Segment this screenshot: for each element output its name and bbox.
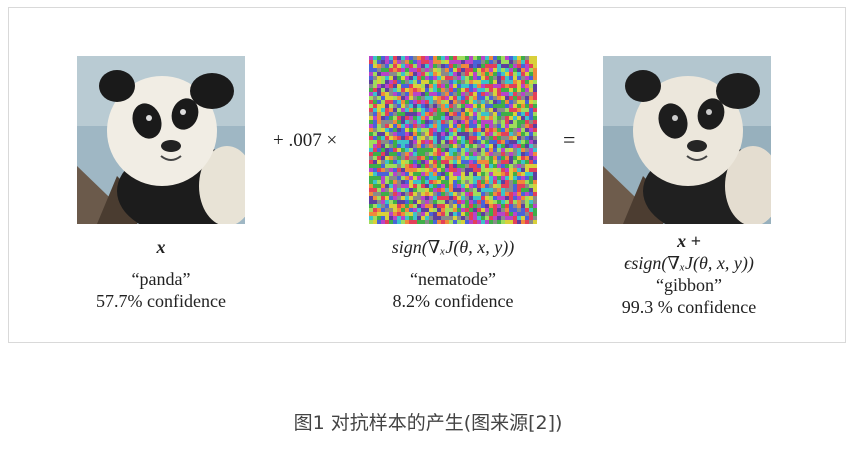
- nematode-confidence: 8.2% confidence: [392, 291, 514, 311]
- input-variable-label: x: [156, 237, 166, 257]
- noise-pattern: [369, 56, 537, 224]
- panda-caption: x “panda” 57.7% confidence: [31, 230, 291, 312]
- gradient-sign-formula: sign(∇ₓJ(θ, x, y)): [391, 237, 515, 257]
- perturbation-noise-image: [369, 56, 537, 224]
- adversarial-panda-image: [603, 56, 771, 224]
- figure-panel: + .007 × = x “panda” 57.7% confidence: [8, 7, 846, 343]
- adversarial-panda-illustration: [603, 56, 771, 224]
- panda-confidence: 57.7% confidence: [96, 291, 226, 311]
- gibbon-class-label: “gibbon”: [656, 275, 722, 295]
- panda-illustration: [77, 56, 245, 224]
- figure-caption: 图1 对抗样本的产生(图来源[2]): [293, 412, 563, 434]
- adversarial-formula-line1: x +: [677, 231, 701, 251]
- gibbon-confidence: 99.3 % confidence: [621, 297, 757, 317]
- adversarial-formula-line2: ϵsign(∇ₓJ(θ, x, y)): [624, 253, 754, 273]
- nematode-class-label: “nematode”: [410, 269, 496, 289]
- equals-operator: =: [563, 127, 576, 152]
- panda-image: [77, 56, 245, 224]
- multiplication-operator: + .007 ×: [273, 130, 338, 151]
- noise-caption: sign(∇ₓJ(θ, x, y)) “nematode” 8.2% confi…: [323, 230, 583, 312]
- gibbon-caption: x + ϵsign(∇ₓJ(θ, x, y)) “gibbon” 99.3 % …: [559, 230, 819, 318]
- panda-class-label: “panda”: [131, 269, 191, 289]
